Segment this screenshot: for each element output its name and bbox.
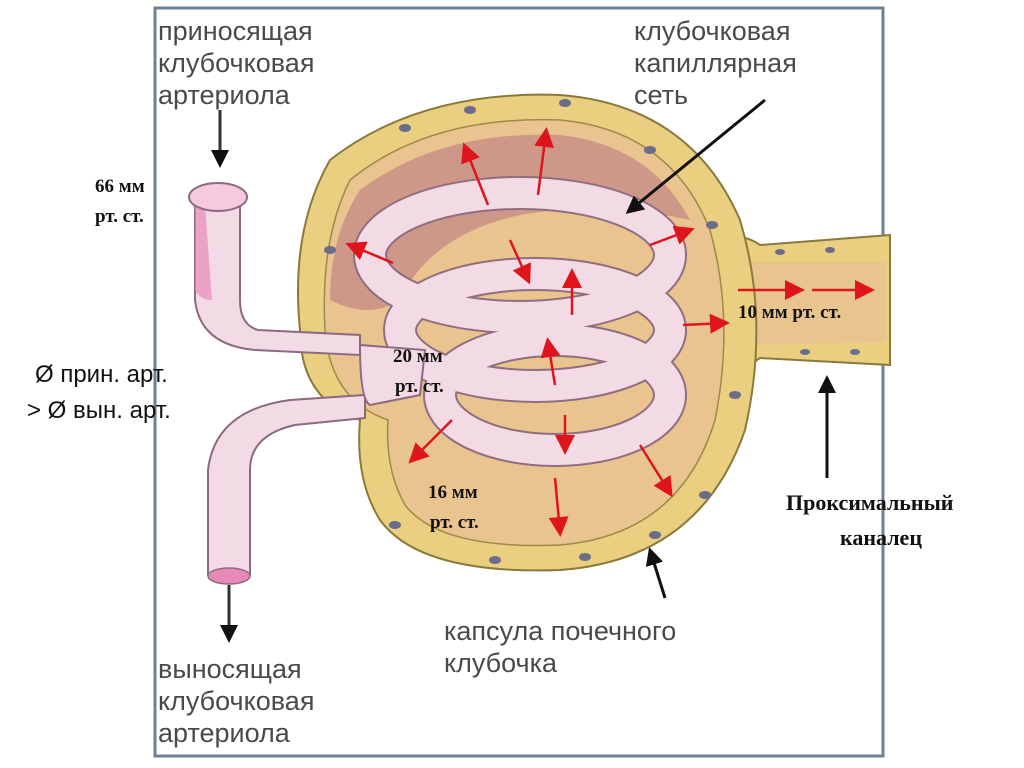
- label-capsule: капсула почечного клубочка: [444, 616, 676, 678]
- label-line: капсула почечного: [444, 616, 676, 646]
- label-proximal: Проксимальный каналец: [786, 490, 954, 550]
- pressure-line: 20 мм: [393, 346, 443, 367]
- inner-visceral-region: [330, 134, 690, 310]
- label-line: артериола: [158, 80, 291, 110]
- vascular-pole: [358, 343, 427, 407]
- label-line: клубочка: [444, 648, 558, 678]
- filtration-arrows: [345, 127, 875, 537]
- filtration-arrow: [508, 239, 531, 285]
- filtration-arrow: [682, 313, 730, 334]
- filtration-arrow: [408, 419, 453, 464]
- label-afferent: приносящая клубочковая артериола: [158, 16, 314, 110]
- label-line: капиллярная: [634, 48, 797, 78]
- filtration-arrow: [638, 444, 673, 498]
- pressure-line: рт. ст.: [95, 206, 144, 227]
- diameter-line: > Ø вын. арт.: [27, 397, 171, 424]
- picture-frame: [153, 6, 885, 758]
- proximal-line: каналец: [840, 525, 922, 550]
- proximal-line: Проксимальный: [786, 490, 954, 515]
- label-line: клубочковая: [158, 48, 314, 78]
- label-line: клубочковая: [634, 16, 790, 46]
- diameter-line: Ø прин. арт.: [35, 361, 168, 388]
- efferent-lumen: [207, 567, 251, 585]
- label-line: сеть: [634, 80, 688, 110]
- label-line: клубочковая: [158, 686, 314, 716]
- pressure-line: 16 мм: [428, 482, 478, 503]
- pressure-afferent: 66 мм рт. ст.: [95, 176, 145, 227]
- filtration-arrow: [345, 241, 394, 265]
- afferent-shading: [195, 205, 212, 300]
- pressure-capillary: 20 мм рт. ст.: [393, 346, 444, 397]
- label-line: приносящая: [158, 16, 313, 46]
- label-capillary: клубочковая капиллярная сеть: [634, 16, 797, 110]
- efferent-arteriole: [207, 393, 366, 576]
- label-mask: [605, 640, 820, 685]
- pressure-tubule: 10 мм рт. ст.: [738, 302, 841, 323]
- label-efferent: выносящая клубочковая артериола: [158, 654, 314, 748]
- diameter-note: Ø прин. арт. > Ø вын. арт.: [27, 361, 171, 424]
- filtration-arrow: [540, 337, 561, 386]
- pressure-capsule: 16 мм рт. ст.: [428, 482, 479, 533]
- filtration-arrow: [461, 142, 490, 206]
- capsule-cells: [324, 99, 860, 564]
- capsule-pointer-arrow: [645, 547, 667, 599]
- filtration-arrow: [548, 477, 569, 537]
- pressure-line: рт. ст.: [395, 376, 444, 397]
- filtration-arrow: [534, 127, 555, 196]
- pressure-line: 66 мм: [95, 176, 145, 197]
- label-line: артериола: [158, 718, 291, 748]
- capillary-pointer-arrow: [625, 98, 766, 214]
- afferent-lumen: [188, 182, 248, 212]
- filtration-arrow: [649, 225, 695, 247]
- pressure-line: рт. ст.: [430, 512, 479, 533]
- label-line: выносящая: [158, 654, 302, 684]
